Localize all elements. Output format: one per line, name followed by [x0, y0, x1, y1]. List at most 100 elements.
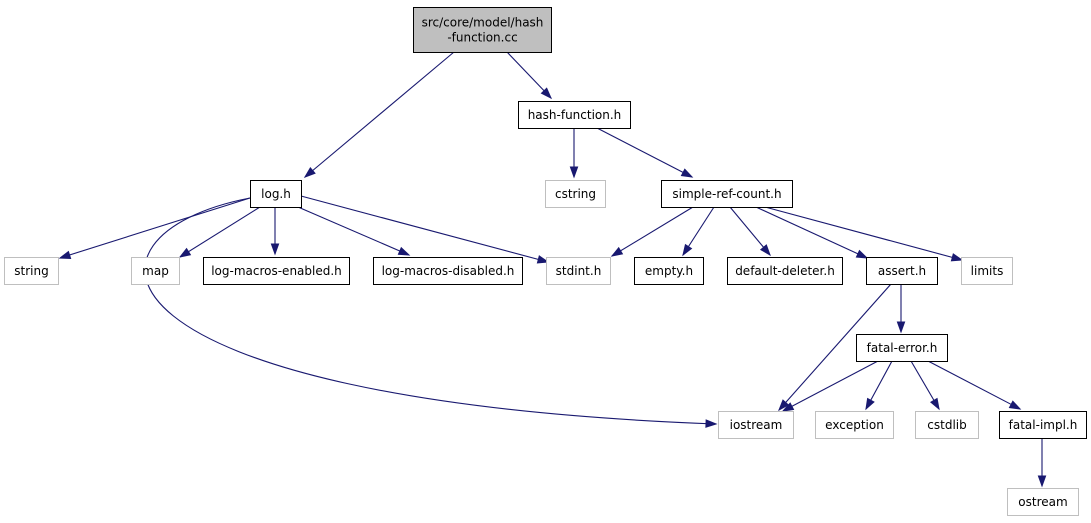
- edge-arrowhead: [759, 244, 771, 257]
- node-box: [999, 411, 1087, 439]
- node-box: [1007, 488, 1079, 516]
- node-string: string: [4, 257, 59, 285]
- node-ostream: ostream: [1007, 488, 1079, 516]
- node-empty-h[interactable]: empty.h: [634, 257, 704, 285]
- node-box: [727, 257, 843, 285]
- edge-arrowhead: [610, 246, 624, 257]
- edge-line: [506, 51, 552, 99]
- node-label: stdint.h: [556, 264, 602, 278]
- edge-arrowhead: [682, 243, 693, 257]
- node-cstdlib: cstdlib: [915, 411, 979, 439]
- edge-root-to-log-h: [303, 51, 455, 178]
- edge-log-h-to-map: [178, 206, 261, 258]
- edge-log-h-to-iostream: [144, 197, 718, 428]
- node-label: map: [142, 264, 169, 278]
- edge-line: [782, 360, 879, 412]
- node-label: string: [14, 264, 48, 278]
- edge-line: [304, 51, 455, 178]
- node-default-deleter-h[interactable]: default-deleter.h: [727, 257, 843, 285]
- edge-arrowhead: [397, 246, 411, 256]
- node-box: [546, 257, 611, 285]
- edge-line: [611, 206, 694, 257]
- edge-arrowhead: [865, 397, 875, 411]
- edge-root-to-hash-function-h: [506, 51, 553, 100]
- edge-line: [778, 283, 892, 411]
- node-label: cstdlib: [927, 418, 966, 432]
- node-box: [856, 334, 948, 362]
- edge-fatal-error-h-to-exception: [865, 360, 893, 411]
- edge-fatal-error-h-to-fatal-impl-h: [927, 360, 1022, 410]
- edge-line: [596, 127, 693, 178]
- node-label: assert.h: [878, 264, 926, 278]
- edge-arrowhead: [705, 419, 718, 428]
- node-limits: limits: [961, 257, 1013, 285]
- edge-line: [755, 206, 868, 259]
- edge-log-h-to-string: [58, 197, 251, 259]
- node-simple-ref-count-h[interactable]: simple-ref-count.h: [661, 180, 793, 208]
- edge-line: [764, 206, 963, 261]
- edge-simple-ref-count-h-to-empty-h: [682, 206, 715, 257]
- edge-fatal-error-h-to-cstdlib: [910, 360, 940, 411]
- edge-log-h-to-stdint-h: [300, 195, 550, 264]
- node-log-macros-disabled-h[interactable]: log-macros-disabled.h: [373, 257, 523, 285]
- edge-simple-ref-count-h-to-assert-h: [755, 206, 869, 259]
- node-log-macros-enabled-h[interactable]: log-macros-enabled.h: [203, 257, 350, 285]
- node-label: fatal-impl.h: [1009, 418, 1078, 432]
- edge-arrowhead: [58, 250, 72, 259]
- node-label: empty.h: [645, 264, 693, 278]
- node-label: cstring: [555, 187, 596, 201]
- edge-line: [297, 206, 410, 256]
- node-label: simple-ref-count.h: [672, 187, 781, 201]
- node-iostream: iostream: [718, 411, 794, 439]
- node-fatal-impl-h[interactable]: fatal-impl.h: [999, 411, 1087, 439]
- edge-arrowhead: [896, 321, 906, 334]
- node-box: [718, 411, 794, 439]
- nodes-layer: src/core/model/hash-function.cc hash-func…: [4, 7, 1087, 516]
- edge-arrowhead: [536, 255, 550, 264]
- node-box: [518, 101, 631, 129]
- node-log-h[interactable]: log.h: [250, 180, 302, 208]
- node-label: ostream: [1018, 495, 1067, 509]
- node-box: [915, 411, 979, 439]
- node-label: log-macros-disabled.h: [382, 264, 515, 278]
- node-label: src/core/model/hash: [422, 16, 544, 30]
- node-label: fatal-error.h: [867, 341, 938, 355]
- edge-assert-h-to-iostream: [778, 283, 892, 412]
- edge-simple-ref-count-h-to-limits: [764, 206, 964, 262]
- edge-arrowhead: [1037, 475, 1047, 488]
- edge-log-h-to-log-macros-enabled-h: [270, 207, 280, 256]
- edge-line: [300, 195, 549, 263]
- node-root[interactable]: src/core/model/hash-function.cc: [413, 7, 552, 53]
- node-box: [545, 180, 606, 208]
- edge-arrowhead: [855, 249, 869, 259]
- node-label: hash-function.h: [528, 108, 622, 122]
- edge-arrowhead: [540, 87, 553, 100]
- node-stdint-h: stdint.h: [546, 257, 611, 285]
- node-fatal-error-h[interactable]: fatal-error.h: [856, 334, 948, 362]
- node-box: [661, 180, 793, 208]
- node-box: [250, 180, 302, 208]
- edges-layer: [58, 51, 1047, 488]
- node-label: default-deleter.h: [735, 264, 835, 278]
- node-box: [815, 411, 894, 439]
- node-box: [373, 257, 523, 285]
- edge-line: [927, 360, 1021, 410]
- node-box: [203, 257, 350, 285]
- edge-arrowhead: [178, 247, 192, 258]
- node-label: log-macros-enabled.h: [211, 264, 342, 278]
- edge-arrowhead: [1008, 400, 1022, 410]
- edge-line: [179, 206, 261, 258]
- edge-arrowhead: [929, 397, 940, 411]
- edge-arrowhead: [569, 166, 579, 179]
- node-hash-function-h[interactable]: hash-function.h: [518, 101, 631, 129]
- node-box: [131, 257, 180, 285]
- node-label: iostream: [730, 418, 783, 432]
- edge-line: [144, 197, 717, 425]
- node-map: map: [131, 257, 180, 285]
- edge-assert-h-to-fatal-error-h: [896, 284, 906, 334]
- edge-arrowhead: [680, 168, 694, 178]
- edge-line: [59, 197, 251, 259]
- edge-hash-function-h-to-simple-ref-count-h: [596, 127, 694, 178]
- node-assert-h[interactable]: assert.h: [866, 257, 938, 285]
